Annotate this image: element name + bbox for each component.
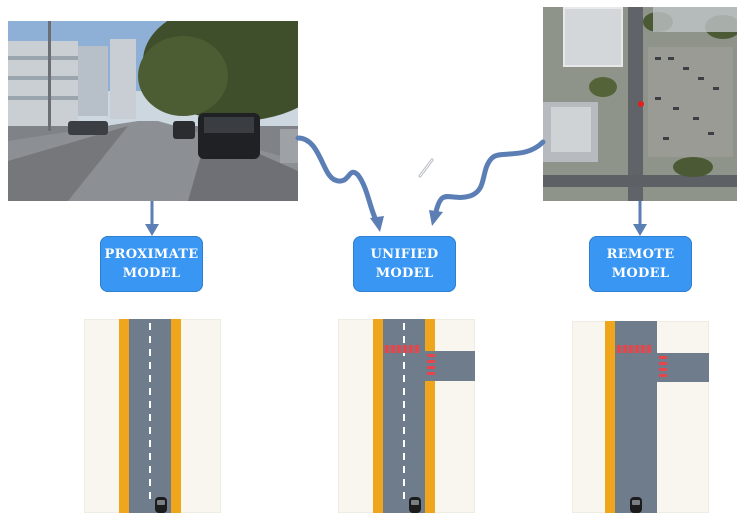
car-icon: [630, 497, 642, 513]
remote-model-label-line2: MODEL: [611, 266, 670, 281]
unified-model-label-line1: UNIFIED: [370, 247, 439, 262]
unified-model-box: UNIFIED MODEL: [353, 236, 456, 292]
unified-road-map: [338, 319, 475, 513]
remote-model-label-line1: REMOTE: [606, 247, 675, 262]
arrow-street-to-unified: [295, 135, 384, 232]
remote-model-box: REMOTE MODEL: [589, 236, 692, 292]
proximate-model-label-line1: PROXIMATE: [104, 247, 199, 262]
proximate-model-box: PROXIMATE MODEL: [100, 236, 203, 292]
unified-model-label-line2: MODEL: [375, 266, 434, 281]
remote-road-map: [572, 321, 709, 513]
aerial-view-photo: [543, 7, 737, 201]
arrow-aerial-to-unified: [429, 139, 546, 226]
car-icon: [409, 497, 421, 513]
arrow-aerial-to-remote: [633, 201, 647, 236]
arrow-street-to-proximate: [145, 201, 159, 236]
proximate-road-map: [84, 319, 221, 513]
street-view-photo: [8, 21, 298, 201]
car-icon: [155, 497, 167, 513]
paperclip-icon: [418, 158, 434, 178]
proximate-model-label-line2: MODEL: [122, 266, 181, 281]
